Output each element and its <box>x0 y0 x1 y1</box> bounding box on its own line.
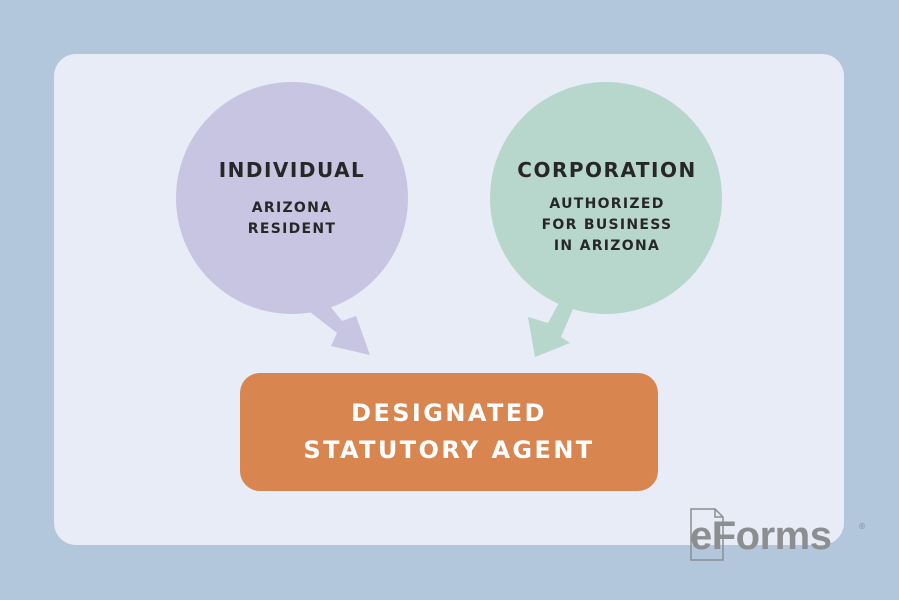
corporation-circle <box>490 82 722 314</box>
eforms-logo-text: eForms <box>690 514 832 558</box>
corporation-subtitle: AUTHORIZED FOR BUSINESS IN ARIZONA <box>541 196 673 254</box>
eforms-logo: eForms ® <box>690 506 870 566</box>
registered-mark: ® <box>858 522 866 531</box>
individual-circle <box>176 82 408 314</box>
individual-arrow <box>310 300 370 355</box>
individual-title: INDIVIDUAL <box>218 158 366 182</box>
eforms-document-icon <box>690 508 724 561</box>
corporation-arrow <box>528 301 573 357</box>
statutory-agent-label: DESIGNATED STATUTORY AGENT <box>303 399 595 464</box>
individual-bubble-text: INDIVIDUAL ARIZONA RESIDENT <box>180 158 404 240</box>
individual-subtitle: ARIZONA RESIDENT <box>247 200 337 237</box>
corporation-title: CORPORATION <box>517 158 697 182</box>
corporation-bubble-text: CORPORATION AUTHORIZED FOR BUSINESS IN A… <box>495 158 719 257</box>
statutory-agent-box: DESIGNATED STATUTORY AGENT <box>240 373 658 491</box>
